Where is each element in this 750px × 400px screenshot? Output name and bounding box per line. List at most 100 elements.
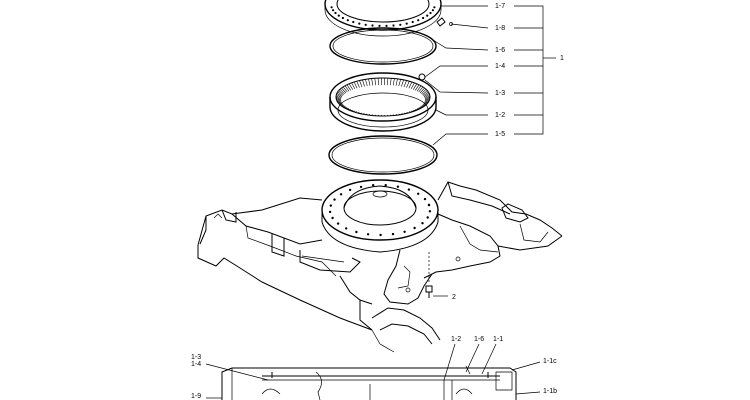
bolt-hole <box>336 222 340 225</box>
gear-tooth <box>335 95 342 100</box>
gear-tooth <box>371 78 374 86</box>
gear-tooth <box>342 86 348 93</box>
gear-tooth <box>336 100 343 104</box>
gear-tooth <box>416 85 422 92</box>
bolt-hole <box>421 222 424 225</box>
gear-tooth <box>421 89 427 95</box>
gear-tooth <box>374 78 376 86</box>
leader-lines <box>424 5 556 146</box>
bolt-hole <box>426 14 429 17</box>
gear-tooth <box>420 105 425 108</box>
bolt-hole <box>385 24 388 27</box>
bolt-hole <box>352 20 355 24</box>
label-detail-1-2: 1-2 <box>451 336 461 343</box>
bolt-hole <box>405 22 408 25</box>
bolt-hole <box>433 6 436 9</box>
gear-tooth <box>416 107 422 110</box>
bolt-hole <box>391 232 395 236</box>
gear-tooth <box>346 84 352 91</box>
bolt-hole <box>334 11 337 15</box>
gear-tooth <box>337 101 343 105</box>
gear-tooth <box>401 79 404 87</box>
gear-tooth <box>419 87 425 94</box>
gear-tooth <box>421 104 426 107</box>
gear-tooth <box>424 96 431 101</box>
inner-gear-ring-part-1-2 <box>329 72 437 132</box>
label-detail-1-6: 1-6 <box>474 336 484 343</box>
gear-tooth <box>336 92 343 98</box>
gear-tooth <box>344 107 350 110</box>
gear-tooth <box>377 114 379 117</box>
gear-tooth <box>408 81 413 89</box>
bolt-hole <box>426 216 429 219</box>
label-detail-1-4: 1-4 <box>191 361 201 368</box>
bolt-hole <box>417 19 420 22</box>
bolt-hole <box>428 210 432 213</box>
gear-tooth <box>423 92 430 98</box>
gear-tooth <box>356 81 360 88</box>
gear-tooth <box>390 78 392 86</box>
gear-tooth <box>390 114 392 116</box>
gear-tooth <box>368 78 371 86</box>
gear-tooth <box>377 78 379 86</box>
label-main-assembly: 1 <box>560 55 564 62</box>
gear-tooth <box>422 90 428 96</box>
label-detail-1-1b: 1-1b <box>543 388 557 395</box>
bolt-hole <box>331 216 334 220</box>
bolt-hole <box>403 230 406 233</box>
gear-tooth <box>336 94 342 99</box>
bolt-hole <box>329 204 332 207</box>
label-detail-1-1c: 1-1c <box>543 358 557 365</box>
label-part-1-6: 1-6 <box>495 47 505 54</box>
gear-tooth <box>398 113 401 115</box>
gear-tooth <box>395 114 398 116</box>
gear-tooth <box>359 112 363 114</box>
bolt-hole <box>411 20 414 24</box>
gear-tooth <box>336 99 342 103</box>
bolt-hole <box>332 9 335 12</box>
bolt-hole <box>358 22 361 25</box>
bolt-hole <box>339 193 343 196</box>
gear-tooth <box>338 90 344 96</box>
gear-tooth <box>392 78 395 86</box>
gear-tooth <box>403 112 407 114</box>
bolt-hole <box>378 24 381 27</box>
bolt-hole <box>417 192 420 195</box>
bolt-hole <box>366 233 370 236</box>
label-part-1-7: 1-7 <box>495 3 505 10</box>
gear-tooth <box>423 100 430 104</box>
seal-ring-part-1-6 <box>329 27 437 65</box>
bolt-hole <box>413 226 416 230</box>
bolt-hole <box>431 9 434 12</box>
gear-tooth <box>412 83 418 90</box>
gear-tooth <box>374 114 376 116</box>
bolt-hole <box>371 24 374 27</box>
label-detail-1-1: 1-1 <box>493 336 503 343</box>
gear-tooth <box>353 81 358 89</box>
gear-tooth <box>351 82 356 90</box>
bolt-part-2 <box>425 252 448 298</box>
bolt-hole <box>333 198 336 201</box>
grease-fitting-part-1-8 <box>436 17 453 27</box>
label-detail-1-9: 1-9 <box>191 393 201 400</box>
label-part-1-5: 1-5 <box>495 131 505 138</box>
gear-tooth <box>424 98 431 102</box>
gear-tooth <box>424 94 430 99</box>
bolt-hole <box>396 185 400 188</box>
label-bolt: 2 <box>452 294 456 301</box>
gear-tooth <box>406 81 410 88</box>
gear-tooth <box>344 85 350 92</box>
bolt-hole <box>355 230 358 234</box>
gear-tooth <box>338 103 344 106</box>
gear-tooth <box>398 79 401 87</box>
bolt-hole <box>328 210 332 214</box>
gear-tooth <box>371 114 373 116</box>
bolt-hole <box>407 188 411 191</box>
bolt-hole <box>379 233 382 237</box>
gear-tooth <box>418 86 424 93</box>
bolt-hole <box>337 14 340 17</box>
gear-tooth <box>410 82 415 90</box>
bolt-hole <box>341 16 344 20</box>
cross-section-detail <box>221 365 517 400</box>
upper-frame-revolving-structure <box>197 179 563 353</box>
